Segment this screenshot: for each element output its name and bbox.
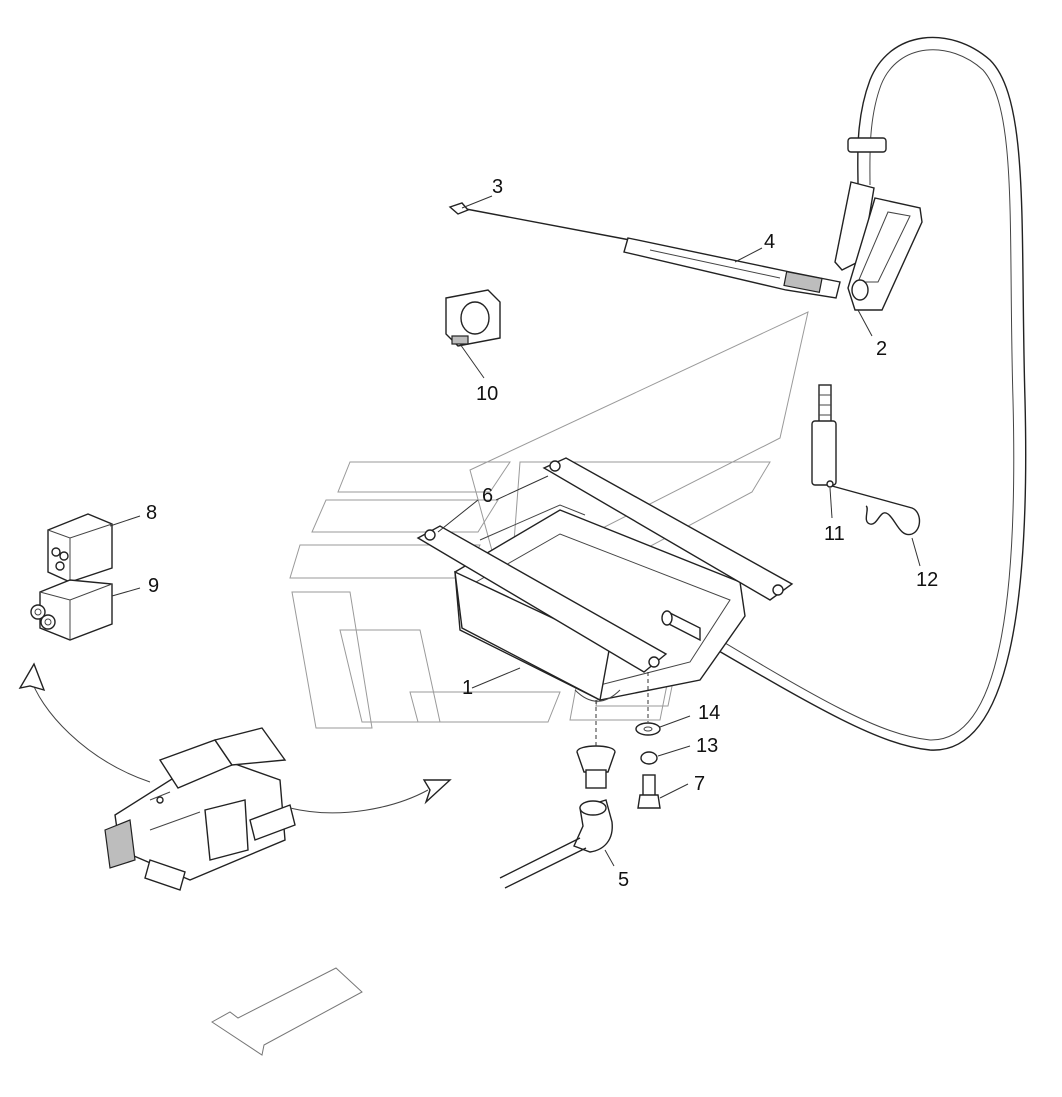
direction-arrow xyxy=(211,967,363,1056)
callout-8: 8 xyxy=(146,502,157,524)
bolt xyxy=(637,774,661,809)
arrow-head-up xyxy=(18,662,46,692)
hose xyxy=(699,36,1027,751)
callout-1: 1 xyxy=(462,677,473,699)
curved-arrow-right xyxy=(289,789,429,814)
callout-10: 10 xyxy=(476,383,498,405)
callout-11: 11 xyxy=(824,523,845,545)
clamp xyxy=(445,289,501,347)
nozzle-tip xyxy=(448,202,470,215)
tank xyxy=(454,504,746,702)
milling-machine xyxy=(104,727,296,891)
hose-inner xyxy=(699,49,1015,741)
nozzle-joint xyxy=(851,279,869,301)
spray-lance xyxy=(465,208,841,299)
control-box xyxy=(47,513,113,583)
callout-12: 12 xyxy=(916,569,938,591)
drain-fitting xyxy=(499,745,616,889)
spring-clip xyxy=(831,485,921,536)
washer-large xyxy=(635,722,661,736)
callout-14: 14 xyxy=(698,702,720,724)
washer-small xyxy=(640,751,658,765)
pipe-end xyxy=(661,610,673,626)
callout-13: 13 xyxy=(696,735,718,757)
callout-7: 7 xyxy=(694,773,705,795)
spray-nozzle xyxy=(834,137,923,311)
curved-arrow-up xyxy=(29,675,151,783)
callout-3: 3 xyxy=(492,176,503,198)
valve-block xyxy=(30,579,113,641)
callout-2: 2 xyxy=(876,338,887,360)
pin xyxy=(811,384,837,488)
callout-5: 5 xyxy=(618,869,629,891)
callout-9: 9 xyxy=(148,575,159,597)
callout-4: 4 xyxy=(764,231,775,253)
mounting-strap-rear xyxy=(542,457,794,601)
nozzle-grip xyxy=(834,181,875,271)
callout-6: 6 xyxy=(482,485,493,507)
hose-clamp-ring xyxy=(847,137,887,153)
lance-grip xyxy=(783,270,823,294)
arrow-head-right xyxy=(422,779,452,805)
